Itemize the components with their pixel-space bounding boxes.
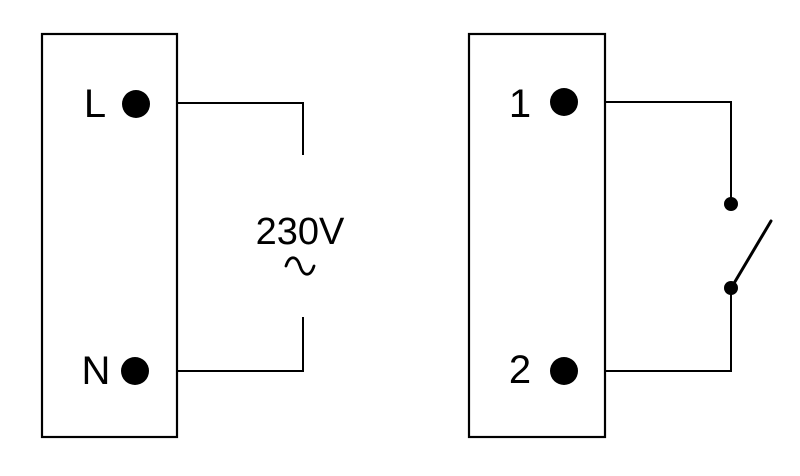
terminal-N-label: N bbox=[82, 349, 111, 393]
wire-supply-to-N bbox=[176, 317, 304, 372]
terminal-2-dot bbox=[550, 357, 578, 385]
supply-voltage-label: 230V bbox=[256, 211, 345, 253]
terminal-1-dot bbox=[550, 88, 578, 116]
wire-L-to-supply bbox=[176, 102, 304, 155]
connection-dots bbox=[121, 88, 738, 385]
switch-blade bbox=[731, 219, 773, 287]
terminal-1-label: 1 bbox=[509, 82, 531, 126]
wire-1-to-switch bbox=[604, 101, 732, 202]
terminal-N-dot bbox=[121, 357, 149, 385]
terminal-L-label: L bbox=[84, 82, 106, 126]
terminal-2-label: 2 bbox=[509, 348, 531, 392]
terminal-L-dot bbox=[122, 90, 150, 118]
switch-contact-upper-dot bbox=[724, 197, 738, 211]
switch-contact-lower-dot bbox=[724, 281, 738, 295]
ac-waveform-icon bbox=[284, 256, 316, 276]
wire-switch-to-2 bbox=[604, 290, 732, 372]
right-terminal-box bbox=[467, 32, 607, 439]
diagram-root: L N 1 2 230V bbox=[40, 32, 773, 439]
left-terminal-box bbox=[40, 32, 179, 439]
diagram-labels: L N 1 2 230V bbox=[82, 82, 532, 393]
